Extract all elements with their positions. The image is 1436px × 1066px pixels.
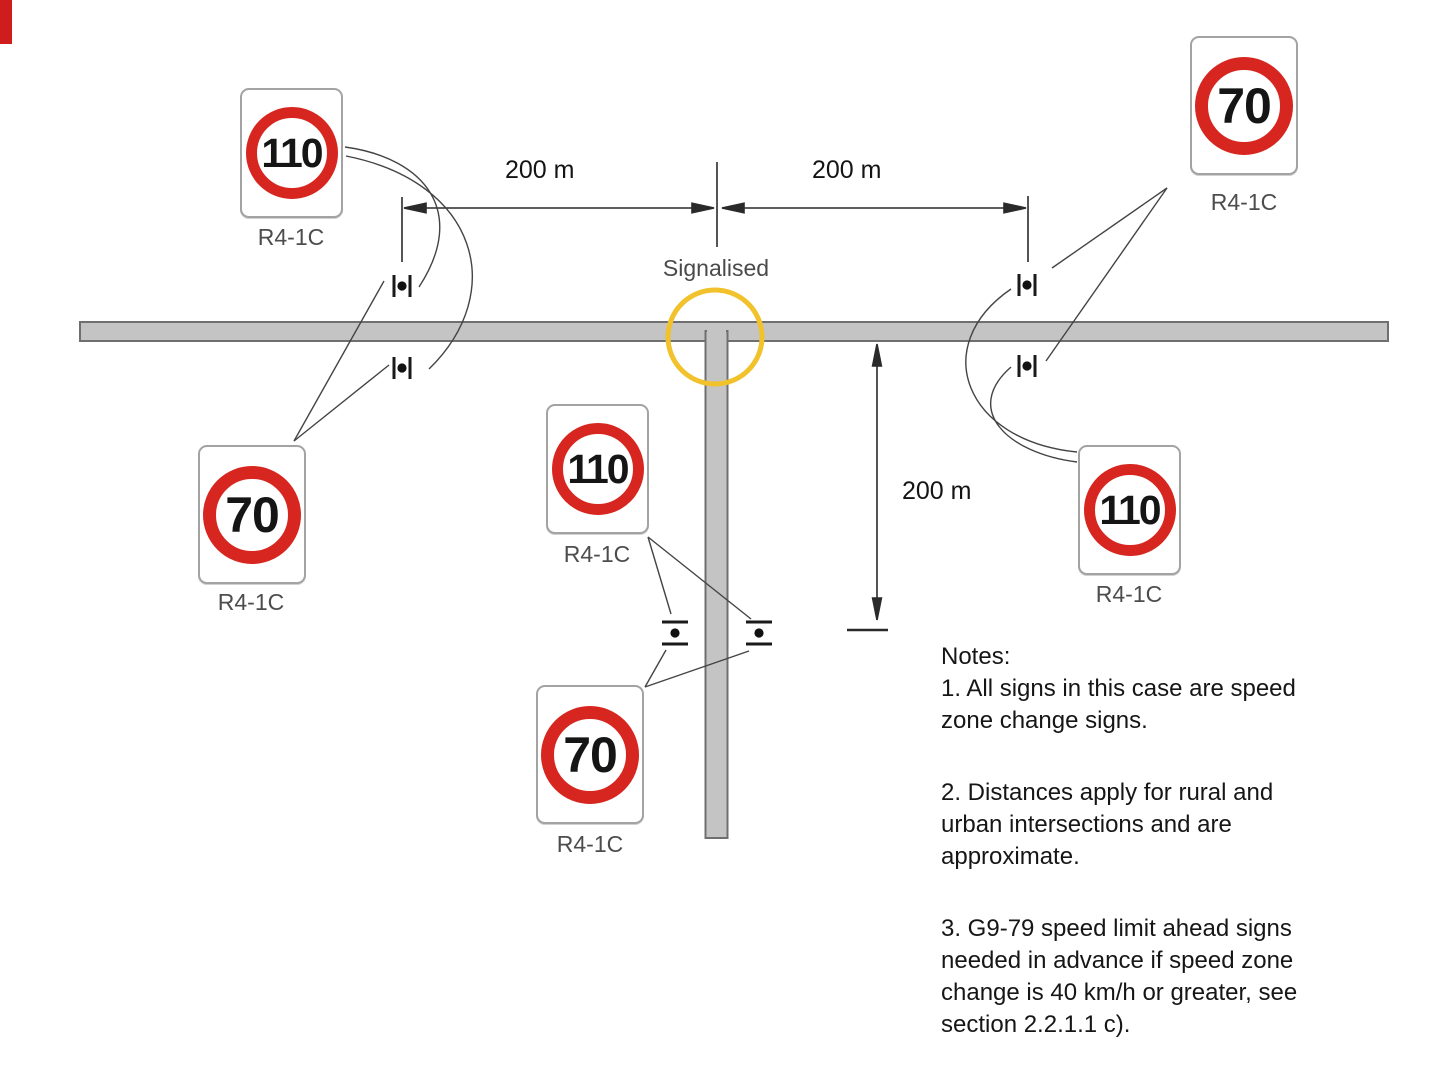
speed-sign-70-bottom-left: 70	[198, 445, 306, 584]
leader-line-110-to-right-bottom-post	[647, 536, 752, 620]
arrowhead-vertical-bottom	[871, 597, 883, 621]
speed-limit-ring-icon: 70	[1195, 56, 1293, 155]
speed-sign-70-top-right: 70	[1190, 36, 1298, 175]
leader-line-70-to-left-bottom-post	[644, 649, 667, 688]
signalised-intersection-circle	[665, 287, 765, 387]
leader-line-110-to-left-bottom-post	[647, 536, 672, 615]
sign-code-label: R4-1C	[1095, 581, 1163, 607]
post-marker-lower-right	[1017, 355, 1037, 377]
post-marker-upper-right	[1017, 274, 1037, 296]
sign-code-label: R4-1C	[1210, 189, 1278, 215]
speed-sign-value: 70	[225, 486, 280, 543]
speed-sign-value: 110	[567, 445, 629, 492]
post-marker-lower-left	[392, 357, 412, 379]
page-edge-artifact	[0, 0, 12, 44]
dimension-label-left: 200 m	[505, 156, 575, 184]
leader-arc-110-to-upper-left-post	[344, 146, 441, 288]
dimension-label-side-road: 200 m	[902, 477, 972, 505]
arrowhead-right-span-left	[721, 202, 745, 214]
leader-arc-110-to-upper-right-post	[965, 288, 1078, 453]
dimension-label-right: 200 m	[812, 156, 882, 184]
arrowhead-right-span-right	[1003, 202, 1027, 214]
speed-sign-110-middle: 110	[546, 404, 649, 534]
notes-title: Notes:	[941, 643, 1011, 670]
arrowhead-left-span-right	[691, 202, 715, 214]
speed-sign-value: 70	[563, 726, 618, 783]
sign-code-label: R4-1C	[257, 224, 325, 250]
signalised-label: Signalised	[662, 255, 770, 281]
horizontal-road	[79, 321, 1389, 342]
speed-limit-ring-icon: 110	[245, 107, 338, 199]
leader-line-70-to-lower-right-post	[1045, 187, 1168, 362]
note-item-3: 3. G9-79 speed limit ahead signs needed …	[941, 915, 1298, 1038]
speed-limit-ring-icon: 70	[203, 465, 301, 564]
notes-block: Notes: 1. All signs in this case are spe…	[941, 641, 1397, 1041]
arrowhead-vertical-top	[871, 343, 883, 367]
post-marker-upper-left	[392, 275, 412, 297]
leader-arc-110-to-lower-right-post	[990, 366, 1078, 463]
speed-limit-ring-icon: 110	[551, 423, 644, 515]
speed-limit-ring-icon: 110	[1083, 464, 1176, 556]
dimension-ticks	[401, 162, 1029, 262]
note-item-1: 1. All signs in this case are speed zone…	[941, 675, 1296, 734]
leader-line-70-to-lower-left-post	[293, 364, 390, 442]
leader-line-70-to-upper-left-post	[293, 280, 385, 442]
speed-sign-value: 110	[261, 129, 323, 176]
speed-sign-value: 70	[1217, 77, 1272, 134]
speed-limit-ring-icon: 70	[541, 705, 639, 804]
leader-line-70-to-upper-right-post	[1051, 187, 1168, 269]
arrowhead-left-span-left	[403, 202, 427, 214]
leader-lines	[293, 146, 1168, 688]
speed-sign-110-right: 110	[1078, 445, 1181, 575]
dimension-lines	[403, 202, 1027, 632]
speed-sign-70-bottom-centre: 70	[536, 685, 644, 824]
road-junction-patch	[707, 324, 726, 341]
sign-post-markers	[392, 274, 1037, 646]
speed-sign-value: 110	[1099, 486, 1161, 533]
leader-arc-110-to-lower-left-post	[345, 155, 473, 370]
leader-line-70-to-right-bottom-post	[644, 650, 750, 688]
note-item-2: 2. Distances apply for rural and urban i…	[941, 779, 1274, 870]
sign-code-label: R4-1C	[556, 831, 624, 857]
speed-sign-110-top-left: 110	[240, 88, 343, 218]
post-marker-bottom-right	[746, 620, 772, 646]
sign-code-label: R4-1C	[563, 541, 631, 567]
sign-code-label: R4-1C	[217, 589, 285, 615]
vertical-road	[704, 330, 729, 839]
post-marker-bottom-left	[662, 620, 688, 646]
